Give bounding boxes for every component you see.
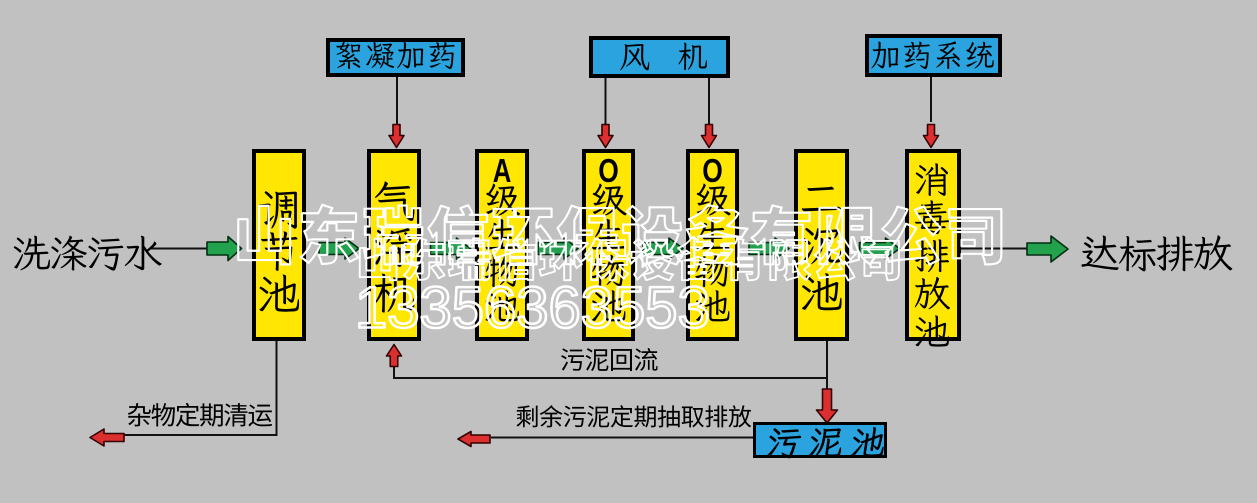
svg-text:A: A — [493, 153, 512, 190]
svg-text:13356363553: 13356363553 — [355, 276, 710, 341]
svg-text:O: O — [598, 153, 619, 189]
svg-text:O: O — [702, 153, 723, 189]
